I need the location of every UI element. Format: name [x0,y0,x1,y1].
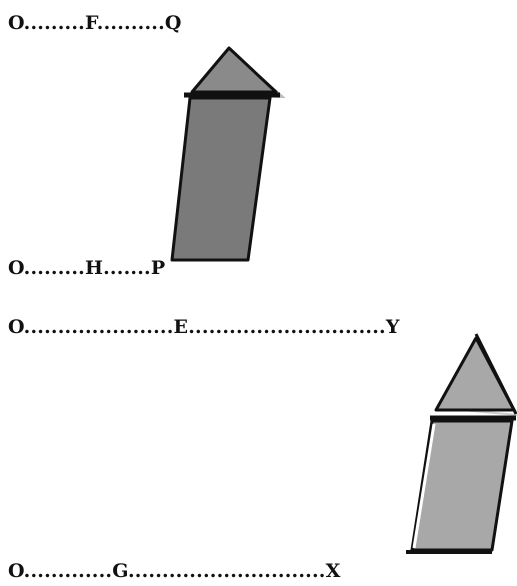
top-line-oFQ: O.........F..........Q [8,12,182,34]
pencil-shape-upper [170,46,286,263]
pencil-shape-lower [406,333,517,554]
top-line-oEY: O......................E................… [8,316,400,338]
bottom-line-oGX: O.............G.........................… [8,560,341,582]
bottom-line-oHP: O.........H.......P [8,257,166,279]
